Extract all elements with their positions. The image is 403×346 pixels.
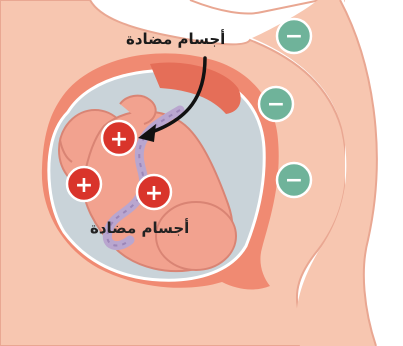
negative-sign: − xyxy=(285,24,303,49)
negative-sign: − xyxy=(267,92,285,117)
positive-sign: + xyxy=(145,181,163,206)
antibodies-label-bottom: أجسام مضادة xyxy=(90,221,189,236)
negative-marker-2: − xyxy=(259,87,293,121)
negative-sign: − xyxy=(285,168,303,193)
positive-sign: + xyxy=(110,127,128,152)
negative-marker-3: − xyxy=(277,163,311,197)
positive-marker-top: + xyxy=(102,121,136,155)
positive-marker-right: + xyxy=(137,175,171,209)
antibodies-label-top: أجسام مضادة xyxy=(126,32,225,47)
positive-marker-left: + xyxy=(67,167,101,201)
negative-marker-1: − xyxy=(277,19,311,53)
positive-sign: + xyxy=(75,173,93,198)
